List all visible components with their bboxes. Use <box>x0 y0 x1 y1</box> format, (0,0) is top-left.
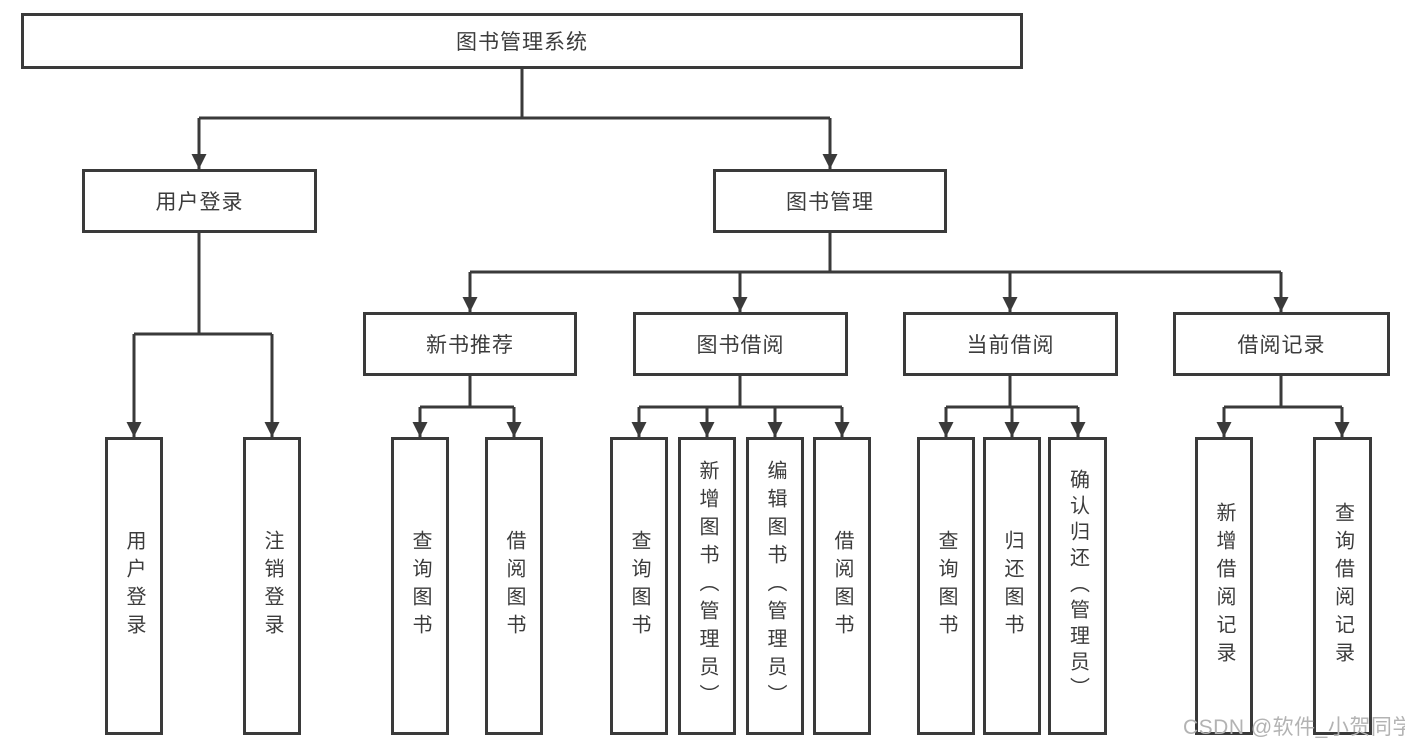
leaf-record-query: 查询借阅记录 <box>1313 437 1372 735</box>
node-new-book-recommend: 新书推荐 <box>363 312 577 376</box>
leaf-borrow-borrow-books-label: 借阅图书 <box>831 530 853 642</box>
watermark-text: CSDN @软件_小贺同学 <box>1183 716 1405 739</box>
node-borrow-record-label: 借阅记录 <box>1237 334 1326 357</box>
node-book-management: 图书管理 <box>713 169 947 233</box>
leaf-current-return-books: 归还图书 <box>983 437 1041 735</box>
leaf-borrow-edit-books-admin: 编辑图书（管理员） <box>746 437 804 735</box>
connector-book-management-trunk <box>470 233 1281 274</box>
node-root: 图书管理系统 <box>21 13 1023 69</box>
node-book-borrow: 图书借阅 <box>633 312 848 376</box>
connector-book-borrow-trunk <box>639 376 842 409</box>
node-current-borrow: 当前借阅 <box>903 312 1118 376</box>
leaf-record-query-label: 查询借阅记录 <box>1331 502 1354 670</box>
connector-user-login-trunk <box>134 233 272 336</box>
node-user-login-label: 用户登录 <box>155 191 244 214</box>
node-book-management-label: 图书管理 <box>786 191 874 214</box>
node-root-label: 图书管理系统 <box>456 31 588 54</box>
leaf-user-login-label: 用户登录 <box>123 530 145 642</box>
leaf-logout-label: 注销登录 <box>261 530 283 642</box>
leaf-borrow-edit-books-admin-label: 编辑图书（管理员） <box>764 460 786 712</box>
leaf-record-add: 新增借阅记录 <box>1195 437 1253 735</box>
leaf-user-login: 用户登录 <box>105 437 163 735</box>
node-book-borrow-label: 图书借阅 <box>696 334 785 357</box>
node-user-login: 用户登录 <box>82 169 317 233</box>
leaf-current-confirm-return-admin-label: 确认归还（管理员） <box>1066 469 1089 703</box>
node-current-borrow-label: 当前借阅 <box>966 334 1055 357</box>
leaf-borrow-query-books: 查询图书 <box>610 437 668 735</box>
connector-borrow-record-trunk <box>1224 376 1342 409</box>
connector-current-borrow-trunk <box>946 376 1078 409</box>
connector-new-book-trunk <box>420 376 514 409</box>
leaf-current-return-books-label: 归还图书 <box>1001 530 1023 642</box>
leaf-current-query-books: 查询图书 <box>917 437 975 735</box>
leaf-newbook-borrow-books: 借阅图书 <box>485 437 543 735</box>
leaf-borrow-add-books-admin: 新增图书（管理员） <box>678 437 736 735</box>
leaf-newbook-borrow-books-label: 借阅图书 <box>503 530 525 642</box>
leaf-current-query-books-label: 查询图书 <box>935 530 957 642</box>
leaf-logout: 注销登录 <box>243 437 301 735</box>
leaf-borrow-borrow-books: 借阅图书 <box>813 437 871 735</box>
leaf-current-confirm-return-admin: 确认归还（管理员） <box>1048 437 1107 735</box>
leaf-record-add-label: 新增借阅记录 <box>1213 502 1235 670</box>
connector-root-trunk <box>199 69 830 120</box>
leaf-newbook-query-books-label: 查询图书 <box>409 530 431 642</box>
leaf-newbook-query-books: 查询图书 <box>391 437 449 735</box>
node-borrow-record: 借阅记录 <box>1173 312 1390 376</box>
leaf-borrow-add-books-admin-label: 新增图书（管理员） <box>696 460 718 712</box>
leaf-borrow-query-books-label: 查询图书 <box>628 530 650 642</box>
node-new-book-recommend-label: 新书推荐 <box>426 334 514 357</box>
